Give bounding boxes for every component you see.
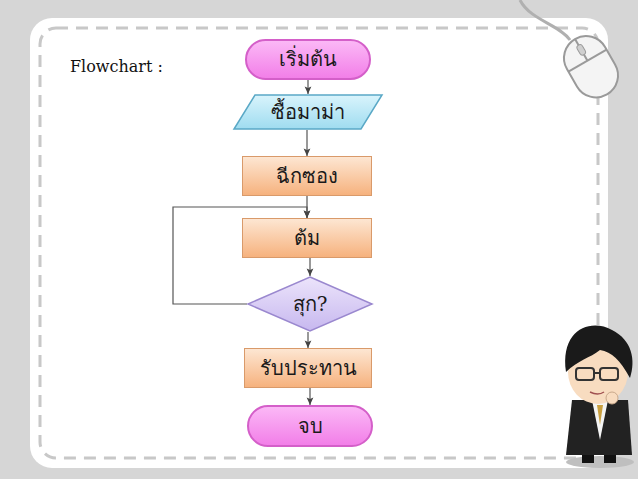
flow-arrow [306,130,307,156]
slide-label: Flowchart : [70,57,163,76]
node-text: ฉีกซอง [276,164,338,188]
node-text: จบ [298,414,323,438]
start-terminal: เริ่มต้น [245,39,371,80]
node-text: เริ่มต้น [279,47,337,71]
flow-arrow [307,332,308,348]
flow-arrow [309,388,310,405]
node-text: ซื้อมาม่า [271,100,345,124]
node-text: สุก? [293,292,328,316]
flow-arrow [309,258,310,276]
end-terminal: จบ [247,405,373,447]
node-text: รับประทาน [260,356,357,380]
slide-panel [30,18,608,468]
decision-diamond: สุก? [247,276,373,332]
process-box: ต้ม [242,218,372,258]
mouse-icon [520,0,626,105]
node-text: ต้ม [294,226,320,250]
process-box: ฉีกซอง [242,156,372,196]
dashed-frame [40,28,598,458]
flow-arrow [307,80,308,95]
process-box: รับประทาน [244,348,372,388]
cartoon-character [565,326,634,468]
input-parallelogram: ซื้อมาม่า [233,94,383,130]
